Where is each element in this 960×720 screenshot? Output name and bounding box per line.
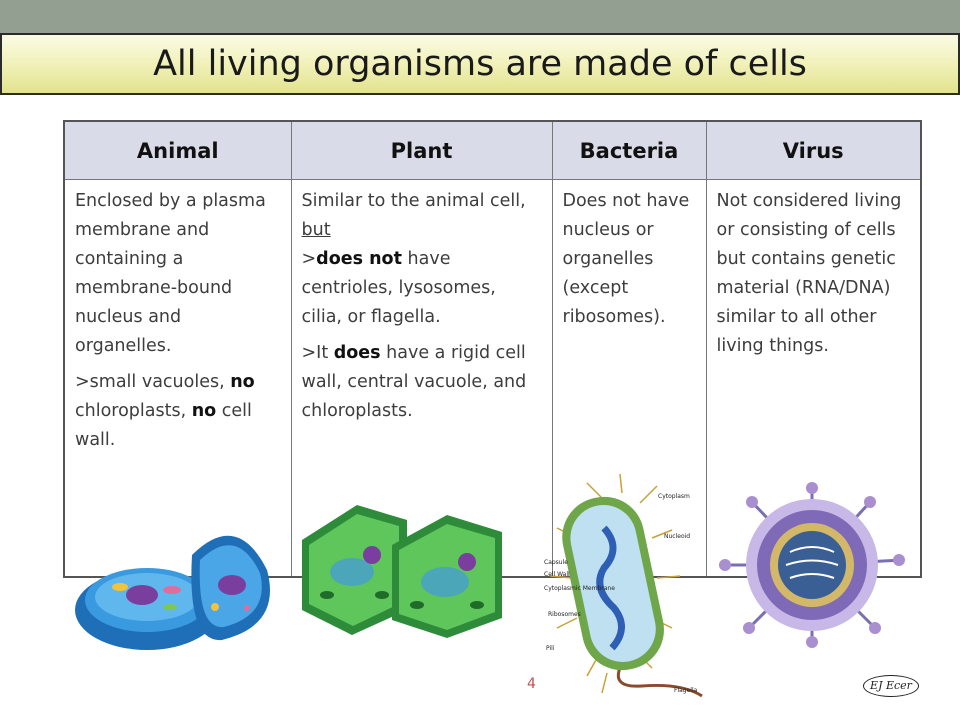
plant-cell-image	[302, 505, 502, 638]
plant-text-3: >It	[301, 343, 334, 363]
label-nucleoid: Nucleoid	[664, 533, 690, 540]
plant-does-not: does not	[316, 249, 402, 269]
label-cytoplasm: Cytoplasm	[658, 493, 690, 500]
animal-no-2: no	[191, 401, 217, 421]
label-cell-wall: Cell Wall	[544, 571, 570, 578]
animal-features: >small vacuoles, no chloroplasts, no cel…	[75, 368, 281, 455]
plant-text-4: have a rigid cell wall, central vacuole,…	[301, 343, 527, 421]
header-animal: Animal	[63, 120, 292, 180]
slide-title: All living organisms are made of cells	[0, 33, 960, 95]
bacteria-image: Cytoplasm Nucleoid Capsule Cell Wall Cyt…	[544, 473, 703, 698]
plant-but: but	[301, 220, 331, 240]
top-bar	[0, 0, 960, 34]
animal-text-2: chloroplasts,	[75, 401, 192, 421]
plant-description: Similar to the animal cell, but >does not…	[302, 187, 542, 332]
animal-text-1: >small vacuoles,	[75, 372, 231, 392]
label-ribosomes: Ribosomes	[548, 611, 581, 618]
plant-gt: >	[301, 249, 317, 269]
animal-cell-image	[75, 535, 270, 650]
page-number: 4	[527, 676, 536, 692]
cell-plant: Similar to the animal cell, but >does not…	[290, 179, 553, 578]
label-capsule: Capsule	[544, 559, 568, 566]
animal-description: Enclosed by a plasma membrane and contai…	[75, 191, 266, 356]
plant-text-2: have centrioles, lysosomes, cilia, or fl…	[301, 249, 496, 327]
header-bacteria: Bacteria	[551, 120, 707, 180]
animal-no-1: no	[230, 372, 255, 392]
plant-features: >It does have a rigid cell wall, central…	[302, 339, 542, 426]
bacteria-description: Does not have nucleus or organelles (exc…	[562, 191, 690, 327]
table-header-row: Animal Plant Bacteria Virus	[63, 120, 922, 180]
author-signature: EJ Ecer	[863, 675, 919, 697]
animal-text-3: cell wall.	[75, 401, 252, 450]
cell-animal: Enclosed by a plasma membrane and contai…	[63, 179, 292, 578]
label-pili: Pili	[546, 645, 555, 652]
virus-image	[719, 482, 905, 648]
header-plant: Plant	[290, 120, 553, 180]
plant-does: does	[333, 343, 381, 363]
label-cytoplasmic-membrane: Cytoplasmic Membrane	[544, 585, 615, 592]
plant-text-1: Similar to the animal cell,	[301, 191, 526, 211]
header-virus: Virus	[705, 120, 922, 180]
label-flagella: Flagella	[674, 687, 698, 694]
virus-description: Not considered living or consisting of c…	[716, 191, 902, 356]
